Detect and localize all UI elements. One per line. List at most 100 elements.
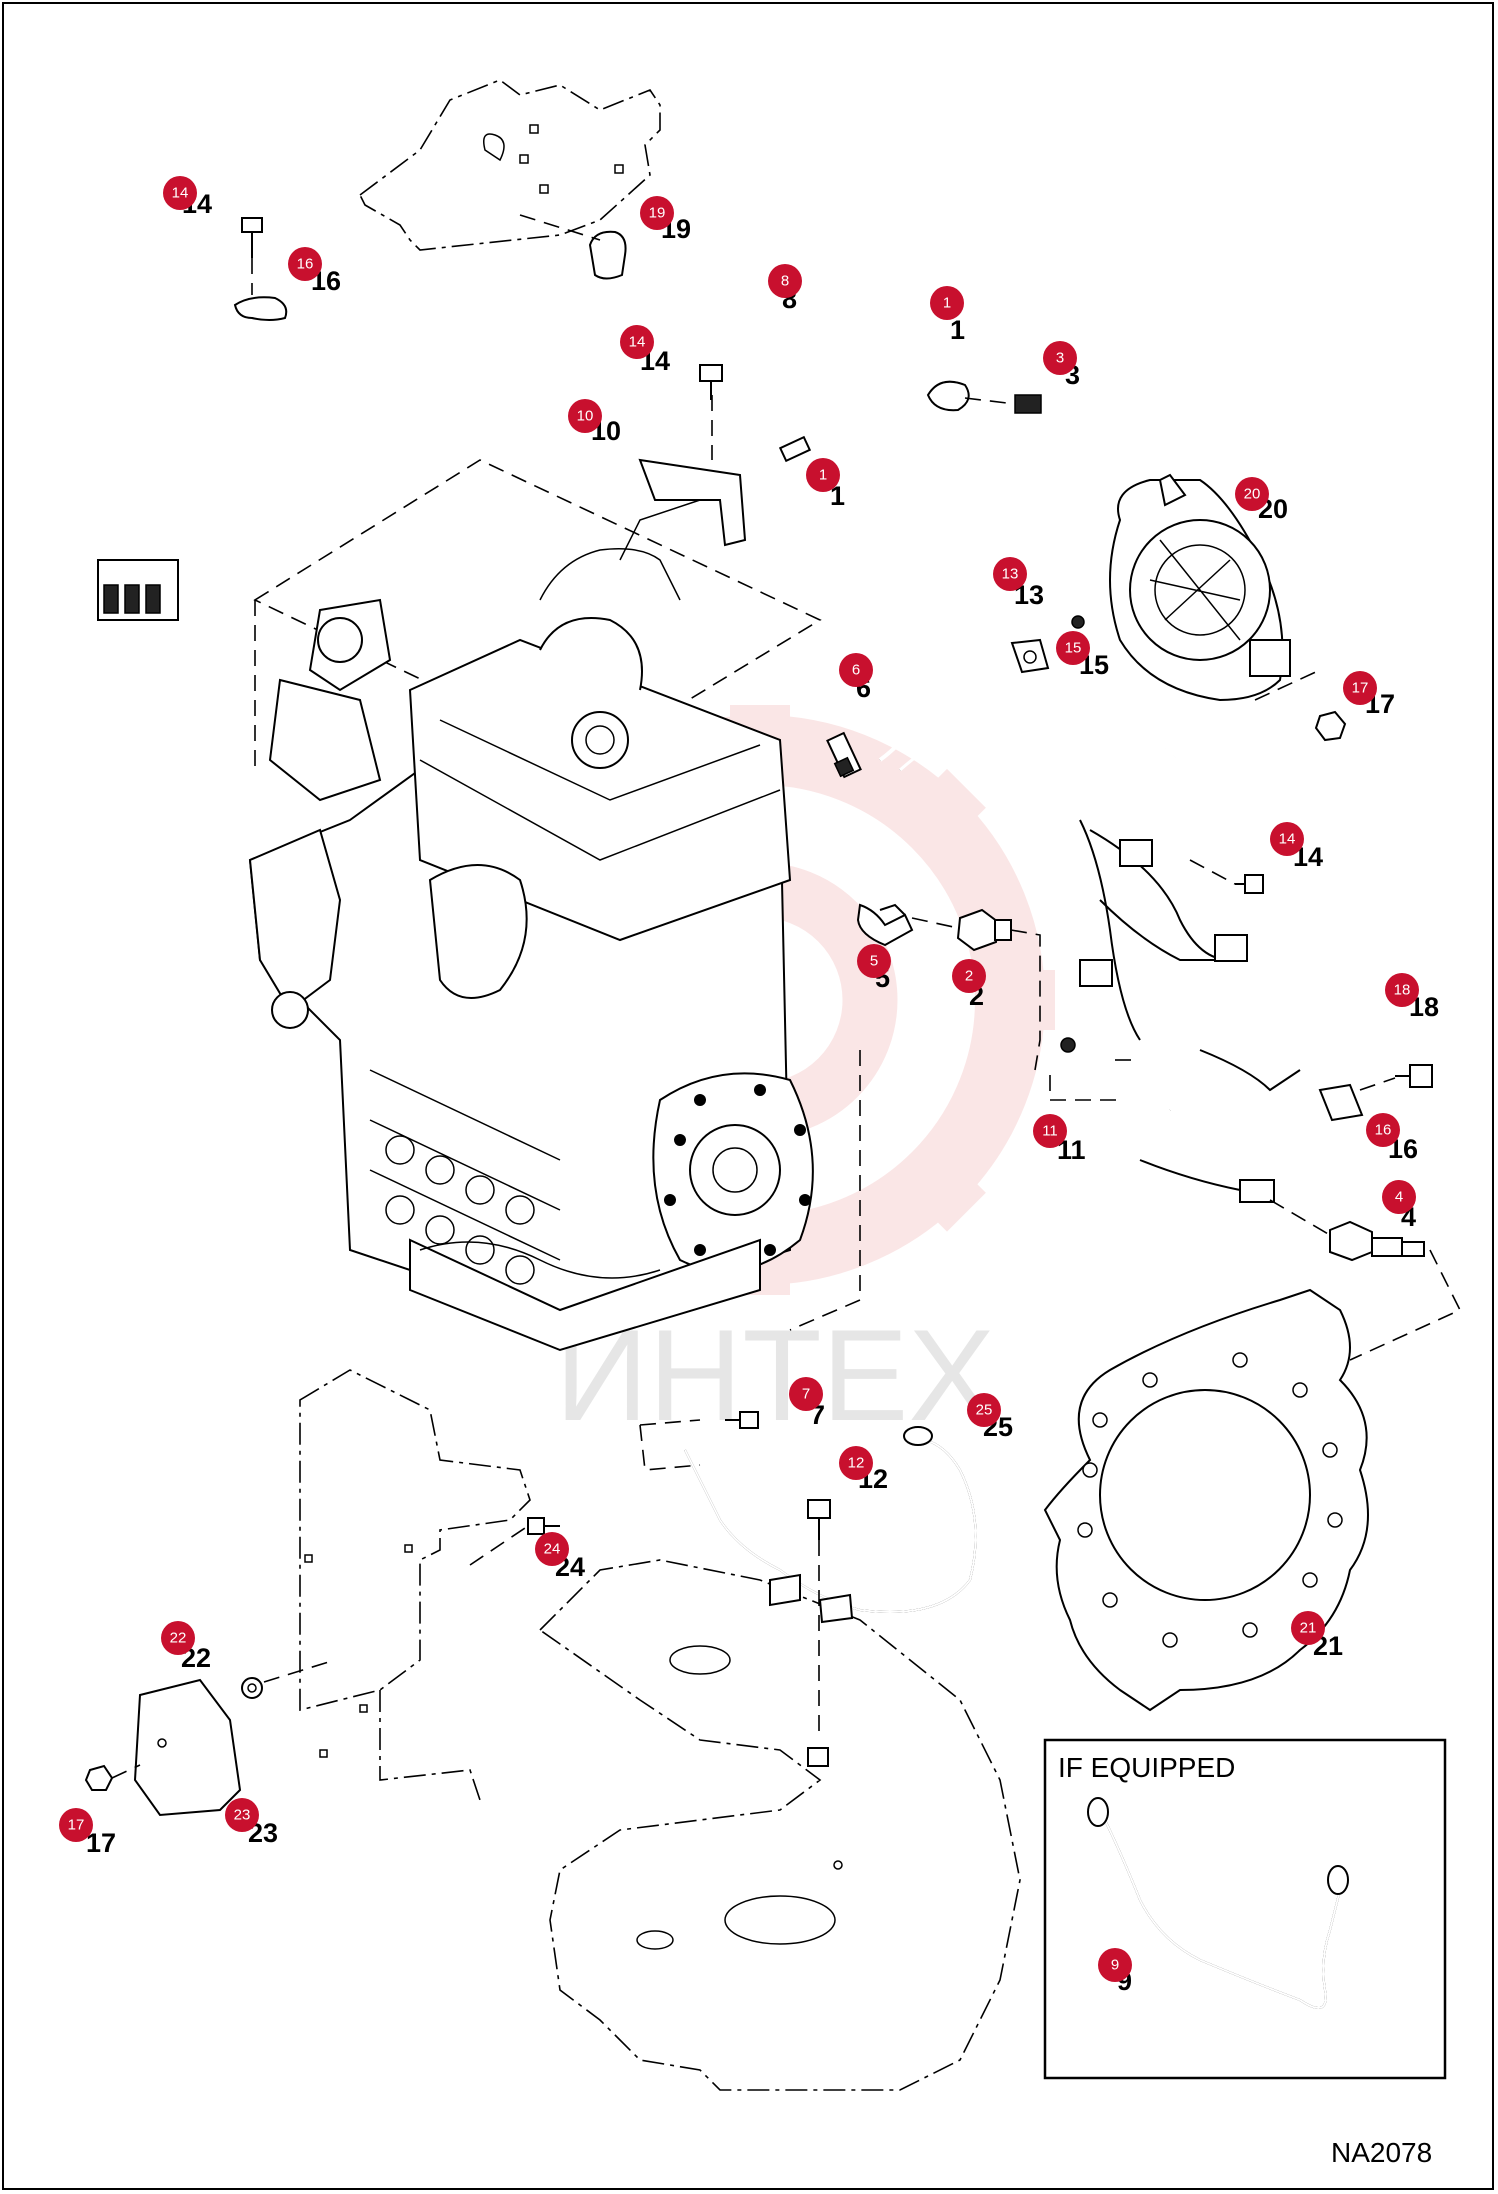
bracket bbox=[638, 458, 747, 547]
callout-5: 55 bbox=[857, 944, 891, 993]
callout-badge-number: 22 bbox=[170, 1630, 187, 1647]
plug-11 bbox=[1060, 1037, 1076, 1053]
callout-badge-number: 12 bbox=[848, 1455, 865, 1472]
alternator bbox=[1109, 473, 1291, 702]
callout-badge-number: 18 bbox=[1394, 982, 1411, 999]
callout-badge-number: 10 bbox=[577, 408, 594, 425]
callout-badge-number: 6 bbox=[852, 662, 860, 679]
cover-plate bbox=[133, 1678, 242, 1817]
callout-badge-icon bbox=[225, 1798, 259, 1832]
callout-badge-icon bbox=[163, 176, 197, 210]
harness-branch-right bbox=[1079, 819, 1301, 1203]
weld-stud bbox=[807, 1747, 829, 1767]
upper-frame-outline bbox=[358, 79, 661, 251]
callout-badge-icon bbox=[1098, 1948, 1132, 1982]
callout-badge-icon bbox=[59, 1808, 93, 1842]
figure-id: NA2078 bbox=[1331, 2137, 1432, 2168]
bracket-clip-15 bbox=[1010, 638, 1050, 674]
callout-9: 99 bbox=[1098, 1948, 1132, 1996]
callout-badge-number: 5 bbox=[870, 953, 878, 970]
callout-badge-number: 23 bbox=[234, 1807, 251, 1824]
engine-block bbox=[248, 499, 814, 1352]
washer bbox=[241, 1677, 263, 1699]
callout-badge-icon bbox=[161, 1621, 195, 1655]
callout-badge-number: 2 bbox=[965, 968, 973, 985]
callout-badge-icon bbox=[1033, 1114, 1067, 1148]
callout-badge-icon bbox=[1291, 1611, 1325, 1645]
callout-badge-icon bbox=[839, 653, 873, 687]
callout-badge-icon bbox=[1235, 477, 1269, 511]
harness-connector bbox=[97, 559, 179, 621]
callout-badge-icon bbox=[789, 1377, 823, 1411]
callout-badge-number: 9 bbox=[1111, 1957, 1119, 1974]
callout-3: 33 bbox=[1043, 341, 1080, 390]
callout-4: 44 bbox=[1382, 1180, 1416, 1232]
callout-badge-icon bbox=[967, 1393, 1001, 1427]
callout-badge-number: 24 bbox=[544, 1541, 561, 1558]
lower-frame-holes bbox=[304, 1544, 843, 1950]
clamp-16 bbox=[1318, 1083, 1364, 1122]
callout-badge-number: 3 bbox=[1056, 350, 1064, 367]
callout-1: 11 bbox=[930, 286, 965, 345]
bolt-top-left bbox=[241, 217, 263, 258]
callout-badge-number: 17 bbox=[1352, 680, 1369, 697]
callout-badge-number: 16 bbox=[297, 256, 314, 273]
callout-1: 11 bbox=[806, 458, 845, 511]
callout-badge-icon bbox=[620, 325, 654, 359]
callout-8: 88 bbox=[768, 264, 802, 314]
callout-badge-number: 19 bbox=[649, 205, 666, 222]
callout-badge-number: 15 bbox=[1065, 640, 1082, 657]
part-number-label: 1 bbox=[950, 315, 965, 345]
callout-6: 66 bbox=[839, 653, 873, 703]
adapter-plate bbox=[1043, 1288, 1369, 1712]
bolt-right bbox=[1235, 874, 1264, 894]
ground-strap bbox=[1087, 1797, 1349, 2009]
callout-badge-icon bbox=[568, 399, 602, 433]
callout-badge-number: 11 bbox=[1042, 1123, 1058, 1140]
callout-badge-icon bbox=[535, 1532, 569, 1566]
bolt-bracket bbox=[699, 364, 723, 400]
callout-badge-icon bbox=[640, 196, 674, 230]
callout-badge-icon bbox=[1270, 822, 1304, 856]
plug-top bbox=[926, 380, 970, 412]
callout-badge-icon bbox=[288, 247, 322, 281]
callout-badge-icon bbox=[1043, 341, 1077, 375]
callout-badge-number: 7 bbox=[802, 1386, 810, 1403]
callout-badge-number: 14 bbox=[1279, 831, 1296, 848]
callout-badge-icon bbox=[806, 458, 840, 492]
clamp-top-left bbox=[233, 296, 288, 321]
callout-badge-icon bbox=[768, 264, 802, 298]
callout-7: 77 bbox=[789, 1377, 825, 1430]
callout-badge-number: 21 bbox=[1300, 1620, 1317, 1637]
lower-frame-outline bbox=[299, 1369, 531, 1712]
callout-badge-number: 8 bbox=[781, 273, 789, 290]
callout-badge-number: 17 bbox=[68, 1817, 85, 1834]
callout-badge-icon bbox=[952, 959, 986, 993]
nut-17-bottom bbox=[84, 1764, 114, 1791]
callout-badge-number: 25 bbox=[976, 1402, 993, 1419]
callout-badge-number: 1 bbox=[943, 295, 951, 312]
bolt-24 bbox=[527, 1517, 560, 1535]
bolt-18 bbox=[1395, 1064, 1433, 1088]
callout-badge-icon bbox=[1382, 1180, 1416, 1214]
ground-cable bbox=[684, 1426, 977, 1624]
callout-badge-number: 1 bbox=[819, 467, 827, 484]
nut-alternator bbox=[1314, 710, 1347, 742]
bolt-7 bbox=[725, 1411, 759, 1429]
part-number-label: 1 bbox=[830, 481, 845, 511]
